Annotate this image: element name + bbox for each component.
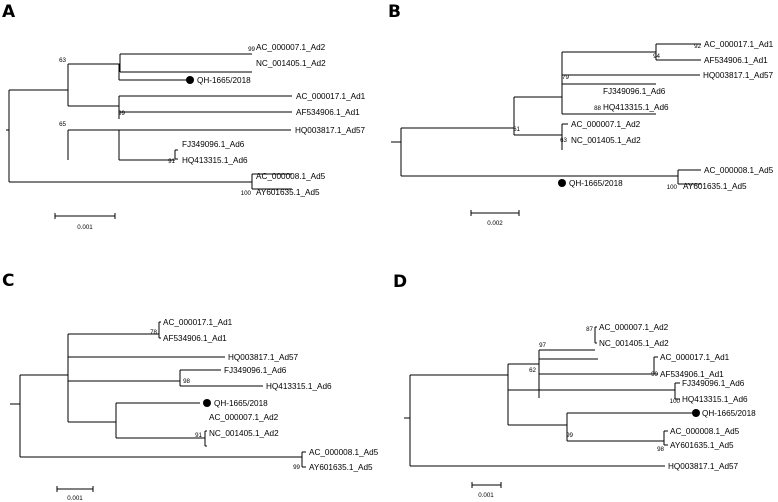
panel-c-branches <box>10 321 306 468</box>
panel-c-taxon-10: AY601635.1_Ad5 <box>309 463 373 472</box>
panel-a-bootstrap-6: 100 <box>241 190 252 197</box>
panel-d-taxon-4: AF534906.1_Ad1 <box>660 370 724 379</box>
panel-a-taxon-3: QH-1665/2018 <box>197 76 251 85</box>
panel-d-bootstrap-6: 99 <box>566 432 573 439</box>
panel-b-taxa: AC_000017.1_Ad1 AF534906.1_Ad1 HQ003817.… <box>569 40 774 191</box>
panel-b-taxon-4: FJ349096.1_Ad6 <box>603 87 666 96</box>
panel-c-scale-bar: 0.001 <box>56 486 94 502</box>
panel-d-letter: D <box>393 272 407 292</box>
panel-a-qh-marker <box>186 76 194 84</box>
panel-c-taxon-7: AC_000007.1_Ad2 <box>209 413 279 422</box>
panel-d-bootstrap: 87 97 99 62 100 99 98 <box>529 326 680 453</box>
panel-d-bootstrap-4: 62 <box>529 367 536 374</box>
panel-c-taxon-8: NC_001405.1_Ad2 <box>209 429 279 438</box>
panel-c-taxon-1: AC_000017.1_Ad1 <box>163 318 233 327</box>
panel-d-taxa: AC_000007.1_Ad2 NC_001405.1_Ad2 AC_00001… <box>599 323 756 471</box>
panel-d-taxon-7: QH-1665/2018 <box>702 409 756 418</box>
panel-a-bootstrap-2: 63 <box>59 57 66 64</box>
panel-b-bootstrap-3: 79 <box>562 74 569 81</box>
panel-b-taxon-7: NC_001405.1_Ad2 <box>571 136 641 145</box>
panel-a-taxon-10: AY601635.1_Ad5 <box>256 188 320 197</box>
panel-a-taxa: AC_000007.1_Ad2 NC_001405.1_Ad2 QH-1665/… <box>182 43 366 197</box>
panel-a: A AC_000007.1_Ad2 NC_001405.1_Ad2 QH-166… <box>2 2 366 231</box>
panel-a-bootstrap-5: 91 <box>168 158 175 165</box>
panel-b-taxon-10: AY601635.1_Ad5 <box>683 182 747 191</box>
panel-c-taxon-3: HQ003817.1_Ad57 <box>228 353 299 362</box>
panel-c-scale-label: 0.001 <box>67 495 83 502</box>
panel-c-bootstrap-2: 98 <box>183 378 190 385</box>
panel-a-taxon-2: NC_001405.1_Ad2 <box>256 59 326 68</box>
panel-d-scale-bar: 0.001 <box>471 482 502 499</box>
panel-c-letter: C <box>2 271 14 291</box>
panel-b-bootstrap-1: 92 <box>694 43 701 50</box>
panel-d-taxon-1: AC_000007.1_Ad2 <box>599 323 669 332</box>
panel-a-taxon-5: AF534906.1_Ad1 <box>296 108 360 117</box>
panel-d-bootstrap-3: 99 <box>651 371 658 378</box>
panel-b-taxon-6: AC_000007.1_Ad2 <box>571 120 641 129</box>
panel-a-taxon-7: FJ349096.1_Ad6 <box>182 140 245 149</box>
panel-c-bootstrap-3: 91 <box>195 432 202 439</box>
panel-a-taxon-1: AC_000007.1_Ad2 <box>256 43 326 52</box>
panel-d-branches <box>404 326 693 467</box>
panel-b-taxon-9: AC_000008.1_Ad5 <box>704 166 774 175</box>
panel-a-taxon-9: AC_000008.1_Ad5 <box>256 172 326 181</box>
panel-c: C AC_000017.1_Ad1 AF534906.1_Ad1 HQ00381… <box>2 271 379 502</box>
panel-d-taxon-6: HQ413315.1_Ad6 <box>682 395 748 404</box>
panel-a-bootstrap: 99 63 99 65 91 100 <box>59 46 255 197</box>
panel-a-taxon-8: HQ413315.1_Ad6 <box>182 156 248 165</box>
panel-b: B AC_000017.1_Ad1 AF534906.1_Ad1 HQ00381… <box>388 2 774 227</box>
panel-c-taxon-5: HQ413315.1_Ad6 <box>266 382 332 391</box>
panel-b-qh-marker <box>558 179 566 187</box>
panel-c-qh-marker <box>203 399 211 407</box>
panel-b-bootstrap: 92 94 79 88 61 63 100 <box>513 43 701 191</box>
panel-d-qh-marker <box>692 409 700 417</box>
panel-a-bootstrap-1: 99 <box>248 46 255 53</box>
panel-a-bootstrap-4: 65 <box>59 121 66 128</box>
panel-d-taxon-10: HQ003817.1_Ad57 <box>668 462 739 471</box>
panel-c-bootstrap-4: 99 <box>293 464 300 471</box>
panel-a-scale-bar: 0.001 <box>54 213 116 231</box>
panel-b-taxon-1: AC_000017.1_Ad1 <box>704 40 774 49</box>
panel-d-taxon-9: AY601635.1_Ad5 <box>670 441 734 450</box>
panel-d-taxon-2: NC_001405.1_Ad2 <box>599 339 669 348</box>
panel-b-bootstrap-2: 94 <box>653 53 660 60</box>
panel-b-bootstrap-4: 88 <box>594 105 601 112</box>
panel-a-taxon-6: HQ003817.1_Ad57 <box>295 126 366 135</box>
panel-b-taxon-3: HQ003817.1_Ad57 <box>703 71 774 80</box>
panel-b-scale-label: 0.002 <box>487 220 503 227</box>
panel-d-bootstrap-5: 100 <box>670 398 681 405</box>
panel-b-taxon-5: HQ413315.1_Ad6 <box>603 103 669 112</box>
panel-b-branches <box>391 43 701 185</box>
panel-c-bootstrap: 78 98 91 99 <box>150 329 300 471</box>
panel-d-taxon-8: AC_000008.1_Ad5 <box>670 427 740 436</box>
panel-c-taxon-4: FJ349096.1_Ad6 <box>224 366 287 375</box>
panel-d-bootstrap-2: 97 <box>539 342 546 349</box>
panel-d-bootstrap-1: 87 <box>586 326 593 333</box>
panel-c-taxon-6: QH-1665/2018 <box>214 399 268 408</box>
panel-a-bootstrap-3: 99 <box>118 110 125 117</box>
panel-d: D AC_000007.1_Ad2 NC_001405.1_Ad2 AC_000… <box>393 272 756 499</box>
panel-d-taxon-5: FJ349096.1_Ad6 <box>682 379 745 388</box>
panel-c-taxon-2: AF534906.1_Ad1 <box>163 334 227 343</box>
panel-c-taxa: AC_000017.1_Ad1 AF534906.1_Ad1 HQ003817.… <box>163 318 379 472</box>
panel-a-letter: A <box>2 2 16 22</box>
panel-a-branches <box>6 53 292 190</box>
panel-c-taxon-9: AC_000008.1_Ad5 <box>309 448 379 457</box>
panel-b-scale-bar: 0.002 <box>470 210 520 227</box>
panel-d-bootstrap-7: 98 <box>657 446 664 453</box>
panel-b-letter: B <box>388 2 401 22</box>
panel-b-bootstrap-5: 61 <box>513 126 520 133</box>
panel-a-scale-label: 0.001 <box>77 224 93 231</box>
panel-c-bootstrap-1: 78 <box>150 329 157 336</box>
panel-d-scale-label: 0.001 <box>478 492 494 499</box>
panel-b-bootstrap-6: 63 <box>560 137 567 144</box>
panel-a-taxon-4: AC_000017.1_Ad1 <box>296 92 366 101</box>
panel-b-taxon-8: QH-1665/2018 <box>569 179 623 188</box>
panel-d-taxon-3: AC_000017.1_Ad1 <box>660 353 730 362</box>
panel-b-bootstrap-7: 100 <box>667 184 678 191</box>
panel-b-taxon-2: AF534906.1_Ad1 <box>704 56 768 65</box>
